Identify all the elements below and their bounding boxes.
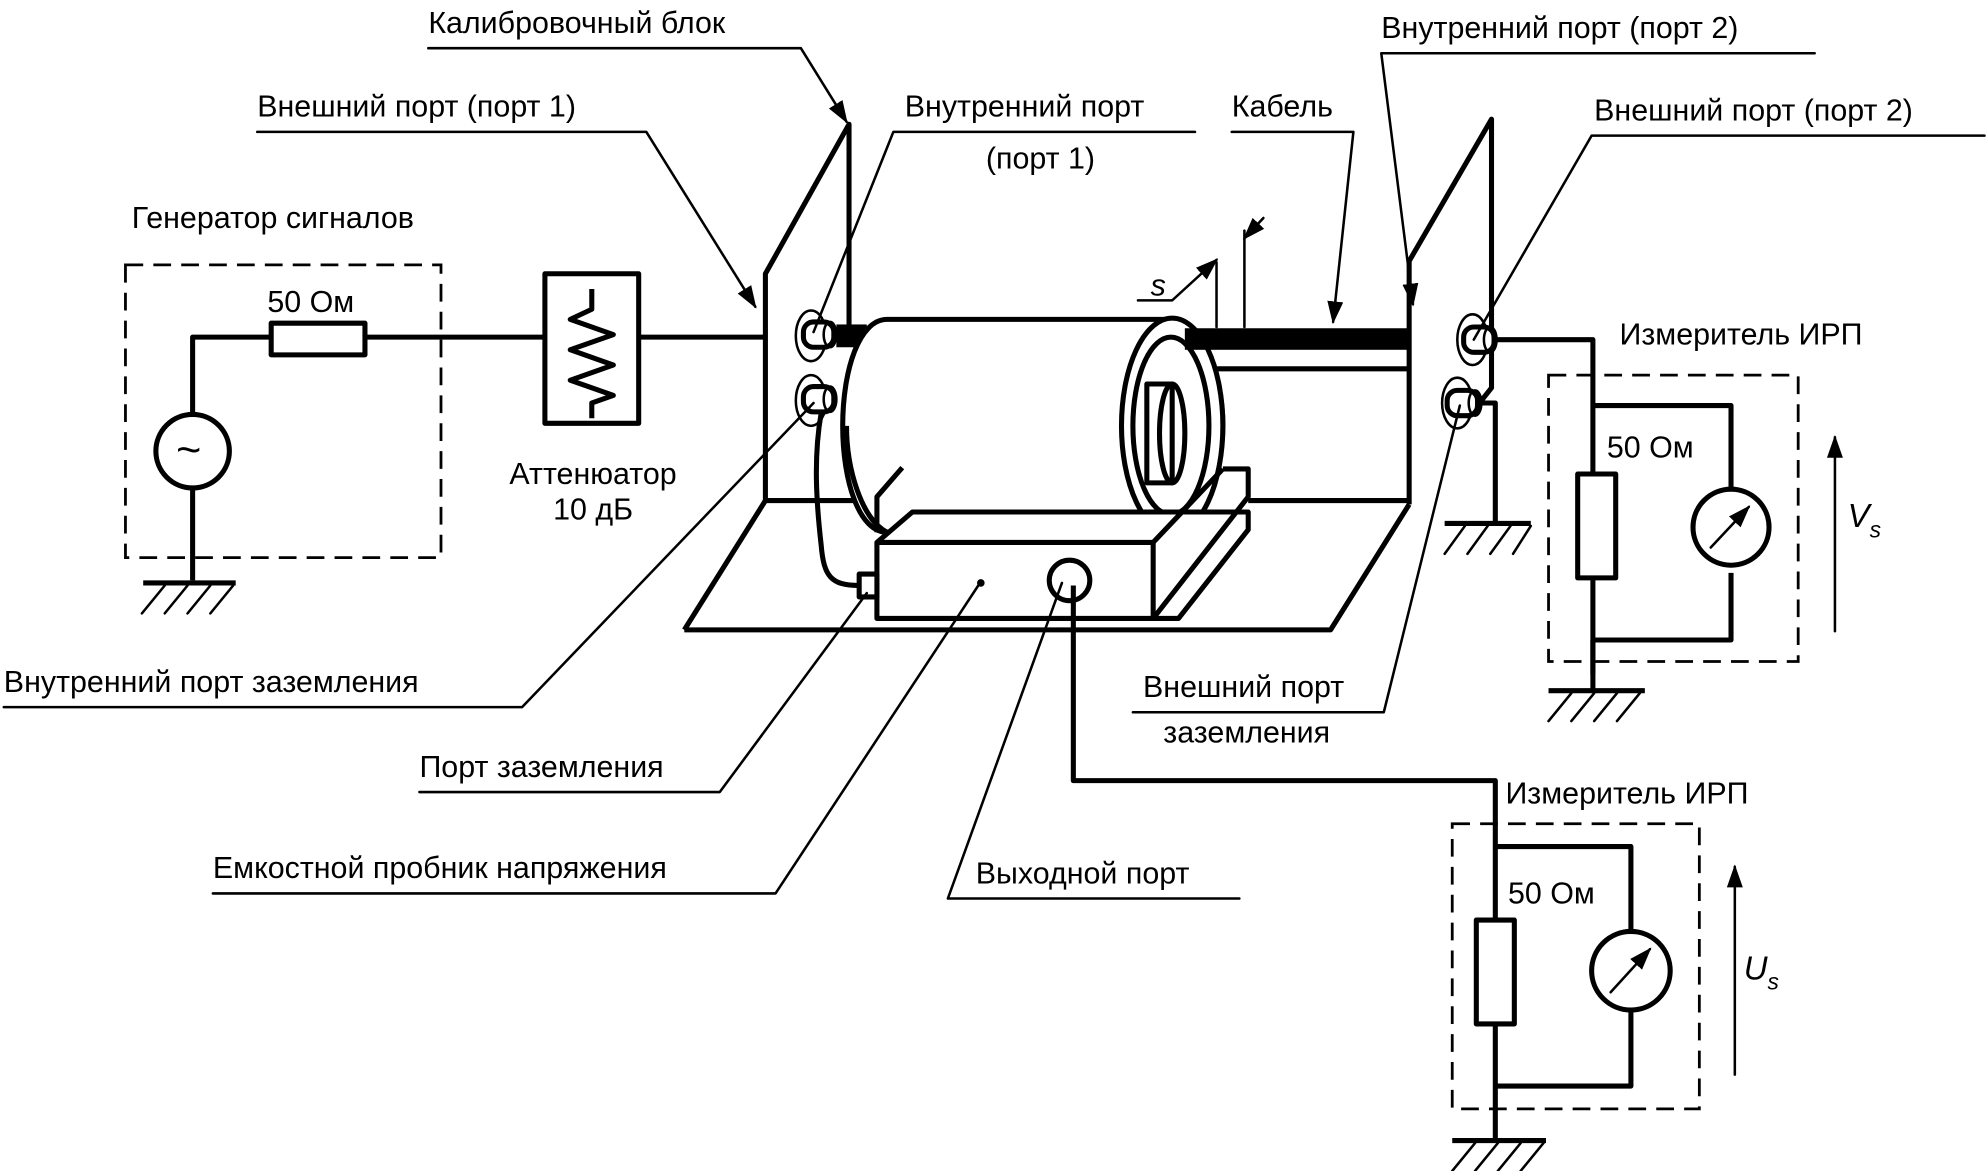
ground-icon [1547, 688, 1645, 723]
output-port-label: Выходной порт [976, 856, 1190, 890]
callout-outer-ground-port: Внешний порт заземления [1131, 404, 1462, 750]
output-port-connector [1046, 557, 1093, 604]
capacitive-probe-block [856, 466, 1251, 621]
ground-plane [684, 503, 1412, 633]
sine-wave-icon: ~ [176, 426, 201, 474]
callout-outer-port-1: Внешний порт (порт 1) [255, 90, 757, 309]
emi-meter-bottom: Измеритель ИРП 50 Ом Us [1450, 776, 1779, 1171]
outer-ground-wire [1478, 400, 1498, 523]
callout-calibration-block: Калибровочный блок [427, 6, 848, 124]
outer-ground-port-label-line2: заземления [1163, 716, 1330, 750]
outer-port-1-label: Внешний порт (порт 1) [257, 90, 576, 124]
spacing-symbol: s [1151, 268, 1166, 302]
meter-top-wire [1495, 844, 1634, 932]
ground-icon [140, 580, 236, 615]
attenuator: Аттенюатор 10 дБ [509, 271, 766, 527]
ground-port-terminal [856, 571, 880, 600]
voltage-vs-symbol: Vs [1848, 497, 1881, 542]
emi-meter-top: Измеритель ИРП 50 Ом Vs [1547, 318, 1881, 723]
callout-ground-port: Порт заземления [418, 591, 869, 794]
inner-port-2-label: Внутренний порт (порт 2) [1381, 11, 1738, 45]
callout-outer-port-2: Внешний порт (порт 2) [1472, 93, 1986, 341]
callout-output-port: Выходной порт [946, 581, 1241, 900]
meter-resistor-label: 50 Ом [1607, 431, 1694, 465]
generator-dashed-box [124, 263, 443, 560]
generator-wire [190, 334, 272, 421]
meter-resistor-label: 50 Ом [1508, 877, 1595, 911]
callout-inner-port-1: Внутренний порт (порт 1) [812, 90, 1197, 334]
attenuator-label: Аттенюатор [509, 457, 676, 491]
inner-port-1-label-line2: (порт 1) [986, 142, 1095, 176]
clamp-cylinder [840, 315, 1226, 537]
outer-port-1-connector [794, 309, 838, 363]
cable [1184, 328, 1411, 350]
outer-ground-port-label: Внешний порт [1143, 670, 1344, 704]
meter-resistor [1473, 917, 1517, 1027]
ground-port-label: Порт заземления [419, 750, 663, 784]
outer-port-2-label: Внешний порт (порт 2) [1594, 93, 1913, 127]
ground-plane-left-edge [682, 499, 768, 632]
inner-ground-port-connector [794, 373, 838, 428]
ground-wire [813, 412, 860, 589]
emi-meter-top-label: Измеритель ИРП [1620, 318, 1863, 352]
spacing-dimension: s [1136, 216, 1265, 329]
cylinder-slit [874, 465, 905, 533]
calibration-block-right-plate [1406, 116, 1495, 505]
attenuator-value: 10 дБ [553, 493, 633, 527]
generator-resistor [268, 320, 368, 358]
emi-meter-bottom-dashed-box [1450, 822, 1701, 1111]
meter-bottom-wire [1495, 1010, 1634, 1089]
ground-icon [1443, 520, 1533, 556]
attenuator-box [542, 271, 642, 426]
resistor-zigzag-icon [567, 288, 616, 419]
meter-needle-icon [1609, 947, 1652, 994]
meter-needle-icon [1709, 505, 1751, 549]
emi-meter-top-dashed-box [1547, 373, 1800, 663]
emi-meter-bottom-label: Измеритель ИРП [1505, 776, 1748, 810]
inner-port-1-label: Внутренний порт [905, 90, 1145, 124]
callout-cable: Кабель [1230, 90, 1355, 325]
capacitive-probe-label: Емкостной пробник напряжения [213, 851, 667, 885]
meter-bottom-wire [1592, 572, 1734, 643]
outer-ground-port-connector [1440, 376, 1483, 430]
callout-inner-port-2: Внутренний порт (порт 2) [1380, 11, 1816, 307]
callout-capacitive-probe: Емкостной пробник напряжения [211, 584, 980, 895]
callout-inner-ground-port: Внутренний порт заземления [2, 401, 815, 709]
meter-top-wire [1592, 403, 1734, 497]
inner-ground-port-label: Внутренний порт заземления [4, 665, 419, 699]
signal-generator: Генератор сигналов 50 Ом ~ [124, 201, 545, 615]
cable-label: Кабель [1232, 90, 1333, 124]
ground-icon [1450, 1138, 1547, 1171]
voltage-us-symbol: Us [1744, 950, 1779, 995]
generator-resistor-label: 50 Ом [267, 285, 354, 319]
signal-generator-label: Генератор сигналов [132, 201, 414, 235]
outer-port-2-connector [1456, 313, 1498, 367]
meter-resistor [1575, 471, 1619, 581]
calibration-block-label: Калибровочный блок [428, 6, 726, 40]
